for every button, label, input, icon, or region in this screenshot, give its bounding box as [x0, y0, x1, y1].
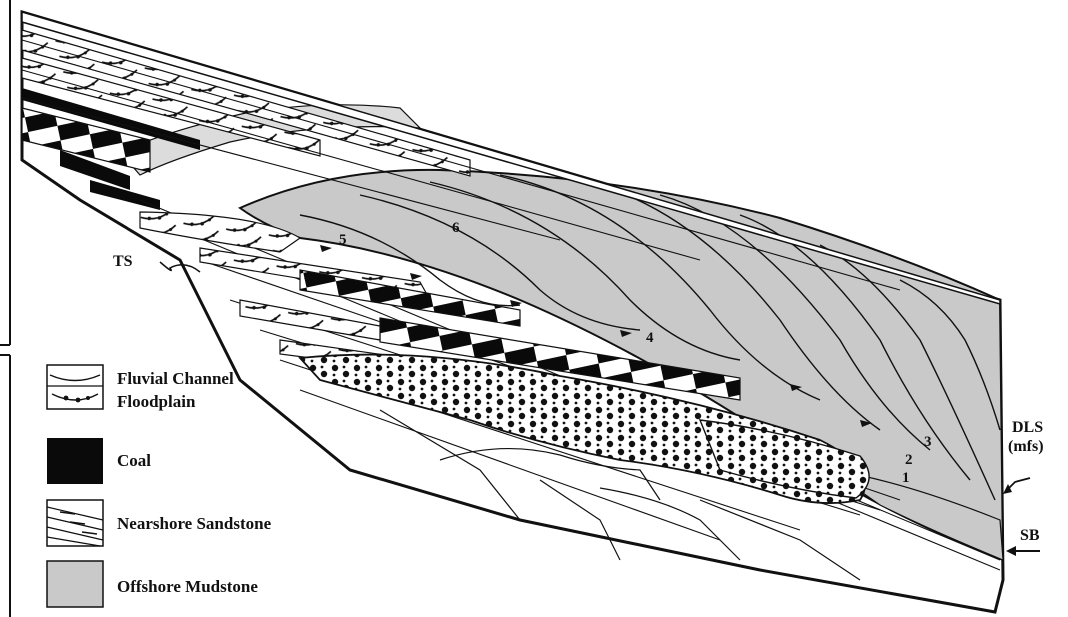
label-1: 1	[902, 470, 910, 486]
label-ts: TS	[113, 253, 133, 270]
legend: Fluvial Channel Floodplain Coal Nearshor…	[47, 365, 272, 607]
label-5: 5	[339, 232, 347, 248]
label-4: 4	[646, 330, 654, 346]
legend-fluvial-channel-label: Fluvial Channel	[117, 369, 234, 388]
legend-fluvial-floodplain: Fluvial Channel Floodplain	[47, 365, 234, 411]
sb-arrowhead	[1006, 546, 1016, 556]
label-sb: SB	[1020, 527, 1040, 544]
legend-floodplain-label: Floodplain	[117, 392, 196, 411]
frame-lines	[0, 0, 10, 617]
label-dls: DLS	[1012, 419, 1043, 436]
legend-coal-label: Coal	[117, 451, 151, 470]
label-6: 6	[452, 220, 460, 236]
legend-nearshore-sandstone: Nearshore Sandstone	[47, 500, 272, 546]
legend-nearshore-sandstone-label: Nearshore Sandstone	[117, 514, 272, 533]
label-3: 3	[924, 434, 932, 450]
legend-coal: Coal	[47, 438, 151, 484]
label-mfs: (mfs)	[1008, 438, 1044, 455]
label-2: 2	[905, 452, 913, 468]
legend-offshore-mudstone-label: Offshore Mudstone	[117, 577, 258, 596]
legend-offshore-mudstone: Offshore Mudstone	[47, 561, 258, 607]
